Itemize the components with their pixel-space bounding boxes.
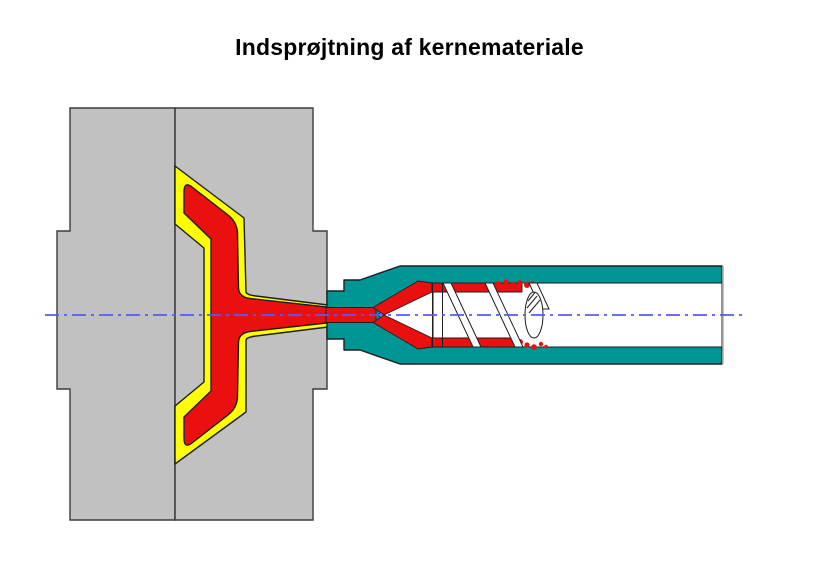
end-cap-hatching — [526, 292, 541, 314]
part-core-material — [183, 184, 332, 446]
melt-droplets — [495, 279, 548, 350]
mold-left-half — [56, 107, 176, 521]
diagram-title: Indsprøjtning af kernemateriale — [235, 34, 584, 60]
